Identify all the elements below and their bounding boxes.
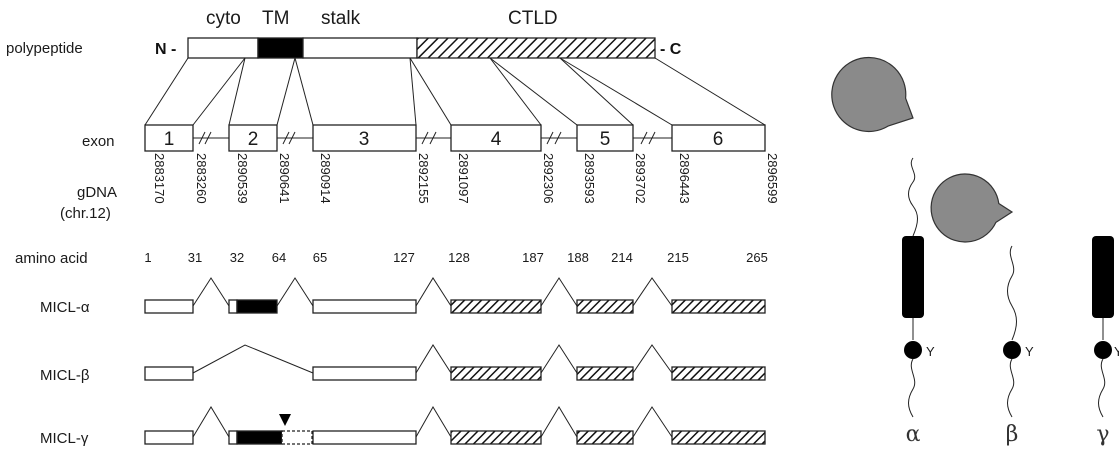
gdna-coordinate: 2896443 (677, 153, 692, 204)
exon-number-6: 6 (713, 129, 724, 150)
amino-acid-position: 32 (230, 250, 244, 265)
polypeptide-ctld-segment (416, 37, 656, 59)
gdna-coordinate: 2893593 (582, 153, 597, 204)
domain-label-ctld: CTLD (508, 8, 558, 29)
row-label-polypeptide: polypeptide (6, 40, 83, 57)
polypeptide-stalk-segment (302, 37, 418, 59)
exon-row: 1 2 3 4 5 6 (144, 124, 766, 152)
crd-head-icon (930, 173, 1014, 243)
transmembrane-segment (1092, 236, 1114, 318)
gdna-coordinate: 2891097 (456, 153, 471, 204)
exon-number-5: 5 (600, 129, 611, 150)
row-label-amino-acid: amino acid (15, 250, 88, 267)
gdna-coordinate: 2892306 (541, 153, 556, 204)
exon-number-2: 2 (248, 129, 259, 150)
gdna-coordinate: 2890641 (277, 153, 292, 204)
amino-acid-position: 265 (746, 250, 768, 265)
phospho-tyrosine-icon (904, 341, 922, 359)
amino-acid-position: 214 (611, 250, 633, 265)
amino-acid-position: 64 (272, 250, 286, 265)
row-label-micl-gamma: MICL-γ (40, 430, 89, 447)
exon-number-1: 1 (164, 129, 175, 150)
tyrosine-label: Y (1114, 344, 1119, 359)
amino-acid-position: 127 (393, 250, 415, 265)
crd-head-icon (831, 56, 914, 133)
isoform-label-alpha: α (906, 422, 921, 447)
row-label-micl-alpha: MICL-α (40, 299, 90, 316)
gdna-coordinate: 2890914 (318, 153, 333, 204)
gdna-coordinate: 2890539 (235, 153, 250, 204)
row-label-micl-beta: MICL-β (40, 367, 90, 384)
tyrosine-label: Y (926, 344, 935, 359)
gdna-coordinate: 2896599 (765, 153, 780, 204)
gdna-coordinates: 2883170 2883260 2890539 2890641 2890914 … (152, 153, 780, 204)
exon-box-1 (144, 124, 194, 152)
gdna-coordinate: 2883170 (152, 153, 167, 204)
row-label-gdna: gDNA (77, 184, 117, 201)
phospho-tyrosine-icon (1094, 341, 1112, 359)
amino-acid-position: 128 (448, 250, 470, 265)
gdna-coordinate: 2893702 (633, 153, 648, 204)
phospho-tyrosine-icon (1003, 341, 1021, 359)
isoform-label-beta: β (1006, 422, 1019, 447)
isoform-beta-cartoon: Y β (930, 173, 1034, 447)
stalk-squiggle (908, 157, 918, 237)
amino-acid-position: 1 (144, 250, 151, 265)
micl-alpha-transcript (144, 277, 766, 314)
stalk-squiggle (1007, 245, 1017, 341)
domain-label-tm: TM (262, 8, 289, 29)
micl-beta-transcript (144, 344, 766, 381)
intron-breaks (193, 131, 672, 145)
amino-acid-position: 187 (522, 250, 544, 265)
domain-label-stalk: stalk (321, 8, 361, 29)
exon-box-3 (312, 124, 417, 152)
exon-mapping-lines (144, 57, 766, 126)
gdna-coordinate: 2883260 (194, 153, 209, 204)
exon-number-3: 3 (359, 129, 370, 150)
amino-acid-position: 215 (667, 250, 689, 265)
row-label-exon: exon (82, 133, 115, 150)
c-terminus-label: - C (660, 41, 682, 58)
exon-box-2 (228, 124, 278, 152)
polypeptide-tm-segment (257, 37, 304, 59)
isoform-label-gamma: γ (1096, 422, 1109, 447)
micl-gamma-transcript (144, 406, 766, 445)
isoform-alpha-cartoon: Y α (831, 56, 935, 447)
amino-acid-position: 31 (188, 250, 202, 265)
amino-acid-positions: 1 31 32 64 65 127 128 187 188 214 215 26… (144, 250, 767, 265)
polypeptide-cyto-segment (187, 37, 259, 59)
tyrosine-label: Y (1025, 344, 1034, 359)
amino-acid-position: 65 (313, 250, 327, 265)
stop-codon-arrow-icon (279, 414, 291, 426)
domain-label-cyto: cyto (206, 8, 241, 29)
transmembrane-segment (902, 236, 924, 318)
exon-number-4: 4 (491, 129, 502, 150)
isoform-gamma-cartoon: Y γ (1092, 236, 1119, 447)
gdna-coordinate: 2892155 (416, 153, 431, 204)
row-label-gdna-chromosome: (chr.12) (60, 205, 111, 222)
amino-acid-position: 188 (567, 250, 589, 265)
n-terminus-label: N - (155, 41, 176, 58)
